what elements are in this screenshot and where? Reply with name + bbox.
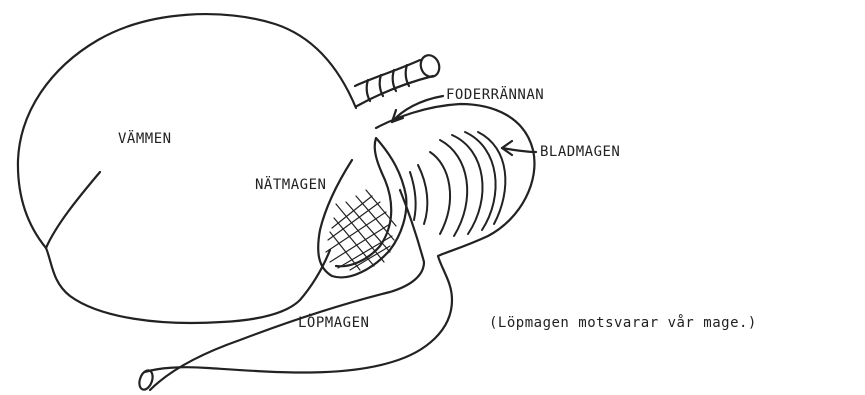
label-natmagen: NÄTMAGEN xyxy=(255,178,326,192)
natmagen-mesh xyxy=(326,190,396,270)
bladmagen-outline xyxy=(145,104,534,373)
esophagus-opening xyxy=(418,53,442,80)
esophagus-ring-1 xyxy=(367,80,370,101)
natmagen-outline xyxy=(318,138,406,277)
label-vammen: VÄMMEN xyxy=(118,132,172,146)
lopmagen-inner xyxy=(150,190,424,390)
label-note: (Löpmagen motsvarar vår mage.) xyxy=(489,316,757,330)
bladmagen-leaves xyxy=(410,132,505,236)
label-bladmagen: BLADMAGEN xyxy=(540,145,620,159)
label-lopmagen: LÖPMAGEN xyxy=(298,316,369,330)
esophagus-ring-4 xyxy=(406,65,409,86)
label-foderrannan: FODERRÄNNAN xyxy=(446,88,544,102)
esophagus-ring-2 xyxy=(380,75,383,96)
arrow-foderrannan xyxy=(392,96,443,122)
vammen-fold xyxy=(46,172,100,248)
vammen-outline xyxy=(18,14,356,323)
